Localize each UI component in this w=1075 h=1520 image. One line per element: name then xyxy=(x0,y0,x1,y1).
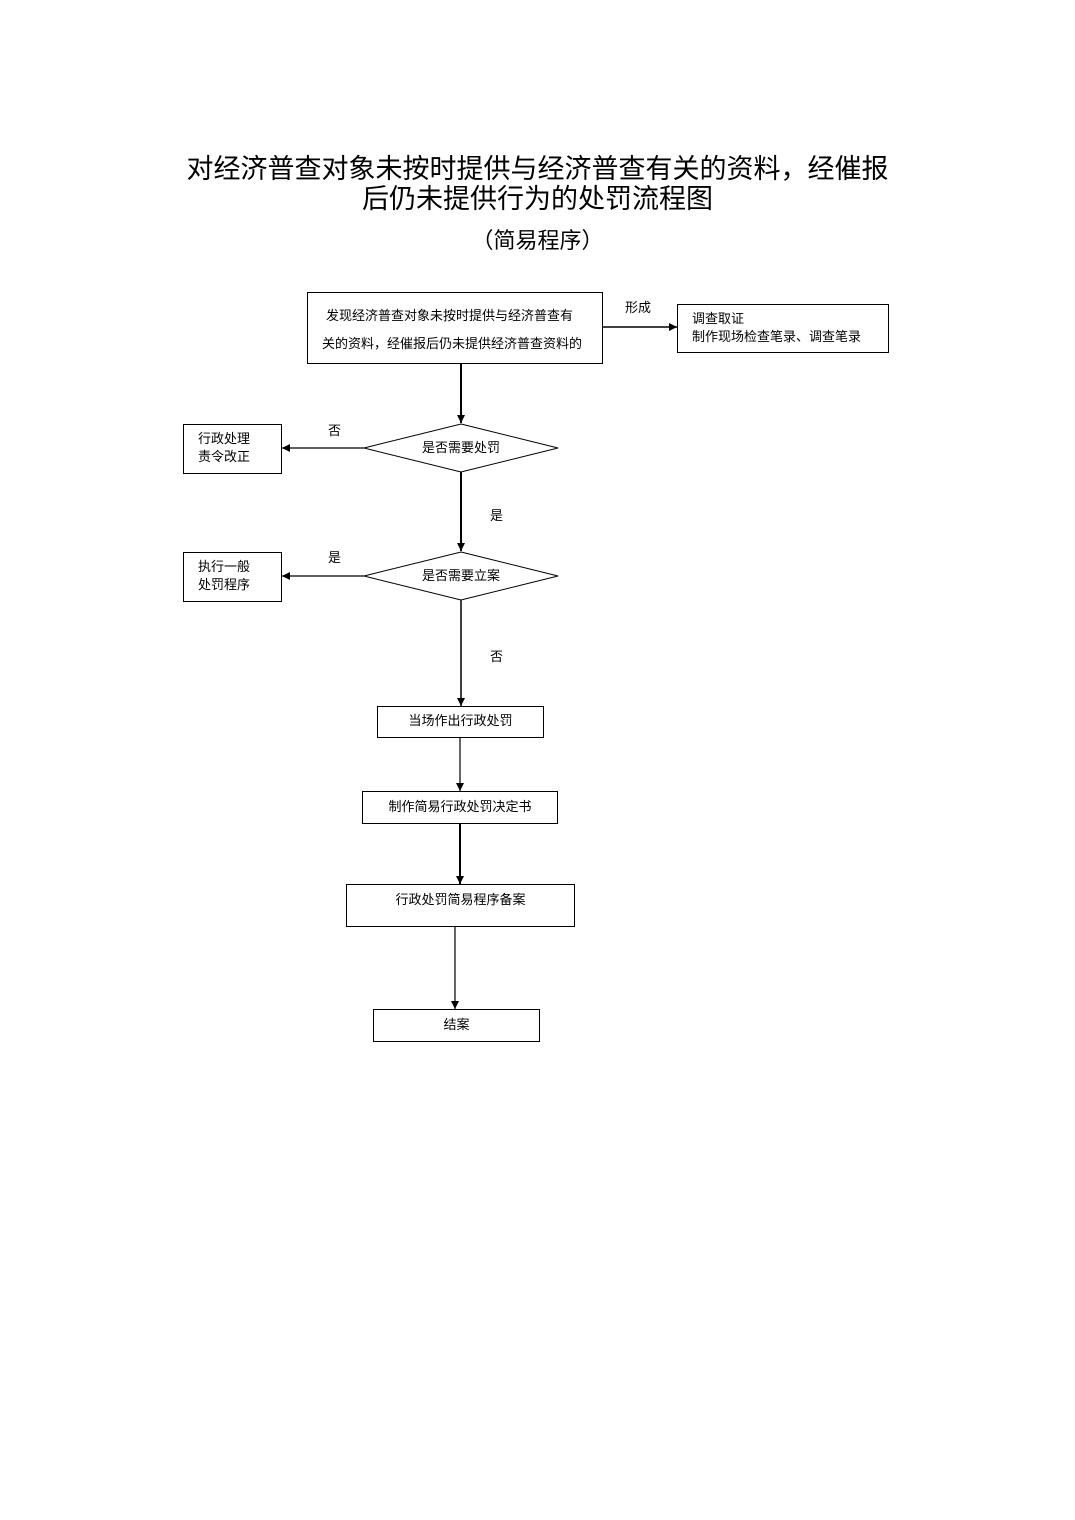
start-box-line-2: 关的资料，经催报后仍未提供经济普查资料的 xyxy=(322,337,583,352)
investigate-box: 调查取证 制作现场检查笔录、调查笔录 xyxy=(677,304,889,353)
record-label: 行政处罚简易程序备案 xyxy=(395,893,526,908)
decision-document-box: 制作简易行政处罚决定书 xyxy=(362,791,558,824)
close-case-box: 结案 xyxy=(373,1009,540,1042)
page-title: 对经济普查对象未按时提供与经济普查有关的资料，经催报 后仍未提供行为的处罚流程图 xyxy=(0,155,1075,215)
close-case-label: 结案 xyxy=(443,1017,470,1033)
onsite-penalty-label: 当场作出行政处罚 xyxy=(408,714,513,729)
decision2-label: 是否需要立案 xyxy=(421,569,500,584)
edge-label-d2-no: 否 xyxy=(490,650,504,665)
edge-label-form: 形成 xyxy=(625,301,652,316)
title-line-1: 对经济普查对象未按时提供与经济普查有关的资料，经催报 xyxy=(186,154,889,185)
edge-label-d1-no: 否 xyxy=(328,424,342,439)
title-line-2: 后仍未提供行为的处罚流程图 xyxy=(362,184,713,215)
edge-label-d2-yes: 是 xyxy=(328,551,342,566)
investigate-box-line-2: 制作现场检查笔录、调查笔录 xyxy=(692,330,862,345)
general-procedure-line-2: 处罚程序 xyxy=(198,578,251,593)
subtitle: （简易程序） xyxy=(471,229,604,254)
investigate-box-line-1: 调查取证 xyxy=(692,312,745,327)
start-box-line-1: 发现经济普查对象未按时提供与经济普查有 xyxy=(326,309,574,324)
admin-handling-line-1: 行政处理 xyxy=(198,432,251,447)
general-procedure-box: 执行一般 处罚程序 xyxy=(183,552,282,602)
start-box: 发现经济普查对象未按时提供与经济普查有 关的资料，经催报后仍未提供经济普查资料的 xyxy=(307,292,603,364)
admin-handling-box: 行政处理 责令改正 xyxy=(183,424,282,474)
edge-label-d1-yes: 是 xyxy=(490,509,504,524)
record-box: 行政处罚简易程序备案 xyxy=(346,884,575,927)
general-procedure-line-1: 执行一般 xyxy=(198,560,251,575)
decision-document-label: 制作简易行政处罚决定书 xyxy=(388,799,532,815)
decision1-label: 是否需要处罚 xyxy=(421,441,500,456)
admin-handling-line-2: 责令改正 xyxy=(198,450,251,465)
onsite-penalty-box: 当场作出行政处罚 xyxy=(377,706,544,738)
